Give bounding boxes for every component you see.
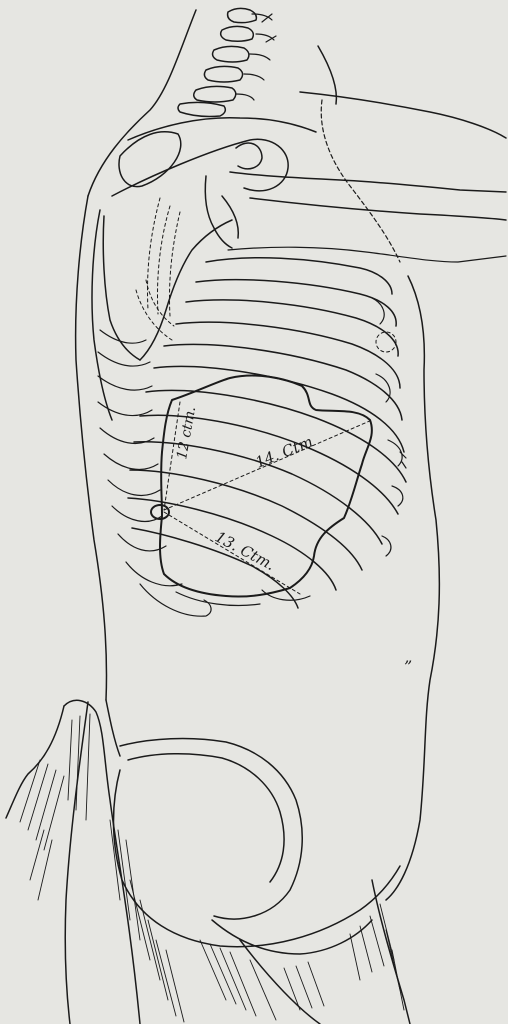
neck-and-shoulder	[88, 10, 506, 196]
cervical-spine	[178, 8, 276, 116]
abdomen-tick-mark: ”	[404, 657, 412, 676]
drapery	[6, 700, 410, 1024]
dashed-guides	[136, 100, 400, 352]
hip-region	[106, 700, 400, 947]
shoulder-girdle	[103, 118, 506, 360]
